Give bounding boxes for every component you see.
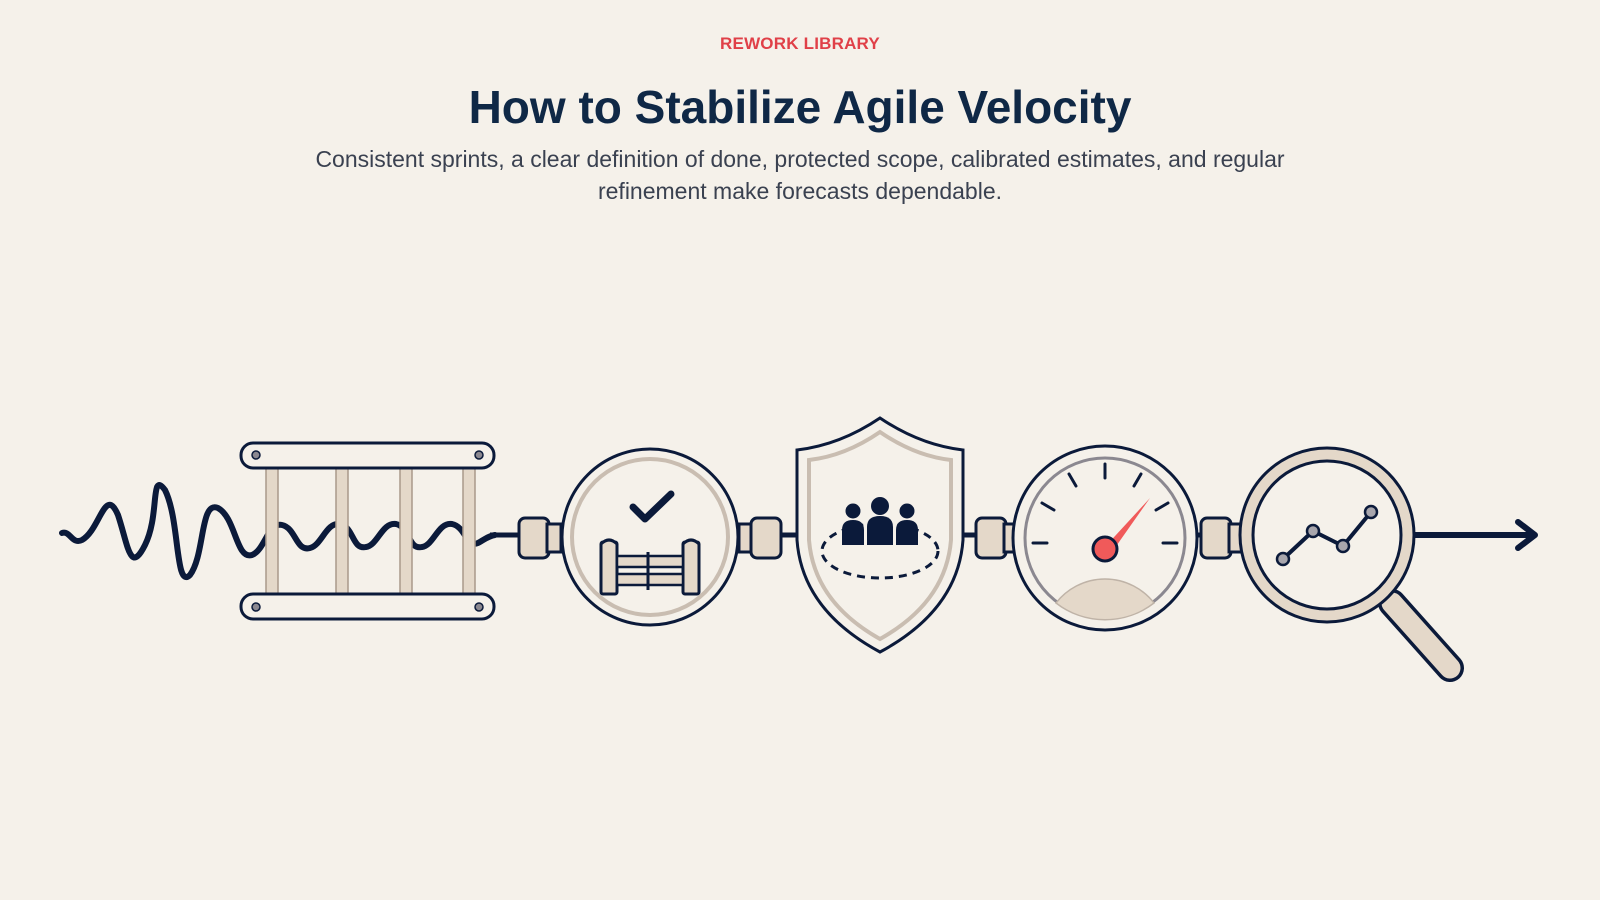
eyebrow-label: REWORK LIBRARY: [720, 34, 880, 53]
arrow-right-icon: [1414, 519, 1538, 551]
magnifier-trend-icon: [1238, 446, 1464, 682]
gauge-icon: [1011, 444, 1199, 632]
page-subtitle: Consistent sprints, a clear definition o…: [315, 146, 1285, 204]
pipe-connector: [737, 516, 783, 560]
page-title: How to Stabilize Agile Velocity: [468, 81, 1132, 133]
pipe-connector: [1199, 516, 1245, 560]
pipe-connector: [517, 516, 563, 560]
wave-line-icon: [59, 482, 498, 581]
sprint-frame-icon: [239, 441, 496, 621]
checkmark-gate-icon: [560, 447, 740, 627]
team-shield-icon: [795, 416, 965, 654]
